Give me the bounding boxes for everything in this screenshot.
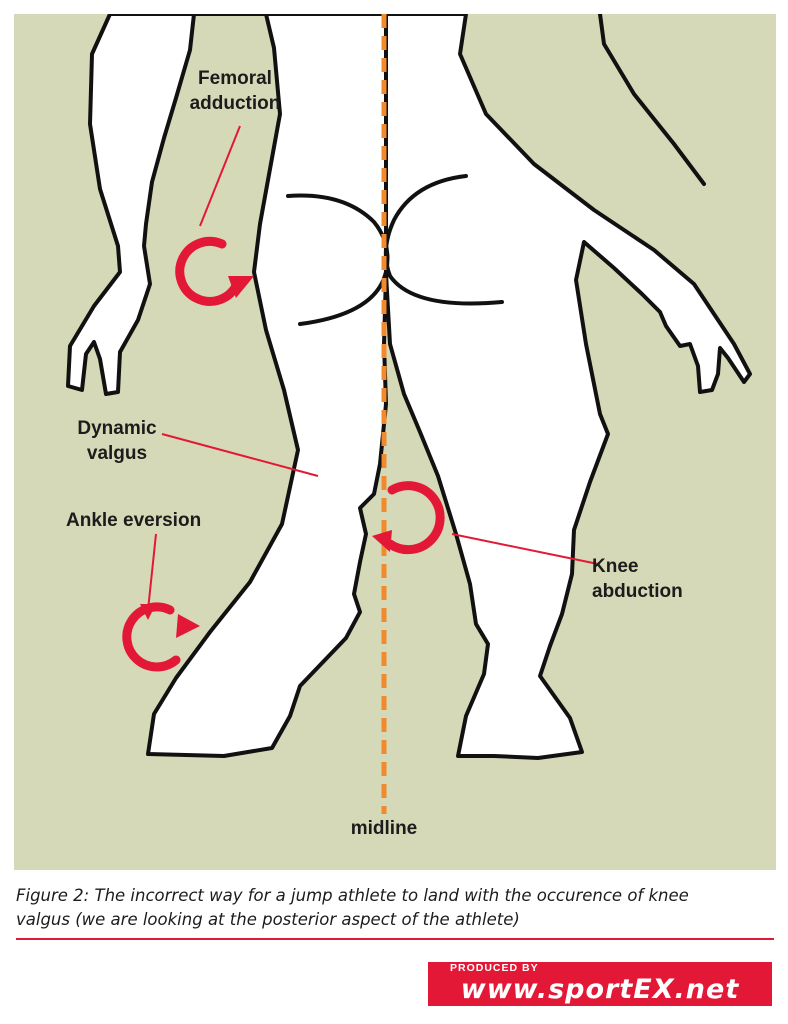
produced-by-text: PRODUCED BY: [428, 962, 772, 974]
femoral-adduction-label-line2: adduction: [189, 93, 281, 114]
right-arm-contour: [598, 14, 706, 186]
femoral-adduction-arrowhead: [228, 276, 254, 298]
left-body-silhouette: [66, 14, 388, 758]
ankle-eversion-label: Ankle eversion: [66, 510, 202, 531]
ankle-eversion-arrowhead: [176, 614, 200, 638]
femoral-adduction-label-line1: Femoral: [198, 68, 272, 89]
knee-abduction-label-line1: Knee: [592, 556, 639, 577]
figure-caption-line1: Figure 2: The incorrect way for a jump a…: [16, 886, 689, 905]
right-body-silhouette: [384, 14, 752, 760]
caption-divider: [16, 938, 774, 940]
knee-abduction-label: Knee abduction: [592, 554, 683, 604]
knee-abduction-arrowhead: [372, 530, 392, 552]
dynamic-valgus-label-line1: Dynamic: [77, 418, 157, 439]
ankle-eversion-rotation-arrow: [122, 602, 181, 672]
femoral-adduction-rotation-arrow: [175, 236, 241, 306]
diagram-panel: Femoral adduction Dynamic valgus Ankle e…: [14, 14, 776, 870]
ankle-eversion-leader: [147, 533, 157, 611]
midline-label: midline: [350, 818, 418, 839]
dynamic-valgus-label-line2: valgus: [86, 443, 148, 464]
sportex-website-link[interactable]: www.sportEX.net: [428, 974, 772, 1006]
dynamic-valgus-label: Dynamic valgus: [72, 416, 162, 466]
femoral-adduction-leader: [199, 125, 241, 227]
figure-caption: Figure 2: The incorrect way for a jump a…: [16, 884, 776, 932]
knee-abduction-rotation-arrow: [385, 481, 445, 555]
figure-caption-line2: valgus (we are looking at the posterior …: [16, 910, 520, 929]
dynamic-valgus-leader: [161, 433, 319, 477]
knee-valgus-illustration: [66, 14, 752, 814]
knee-abduction-leader: [451, 533, 599, 565]
right-buttock-curve: [383, 174, 504, 306]
sportex-credit-badge[interactable]: PRODUCED BY www.sportEX.net: [428, 962, 772, 1006]
knee-abduction-label-line2: abduction: [592, 581, 683, 602]
femoral-adduction-label: Femoral adduction: [170, 66, 300, 116]
